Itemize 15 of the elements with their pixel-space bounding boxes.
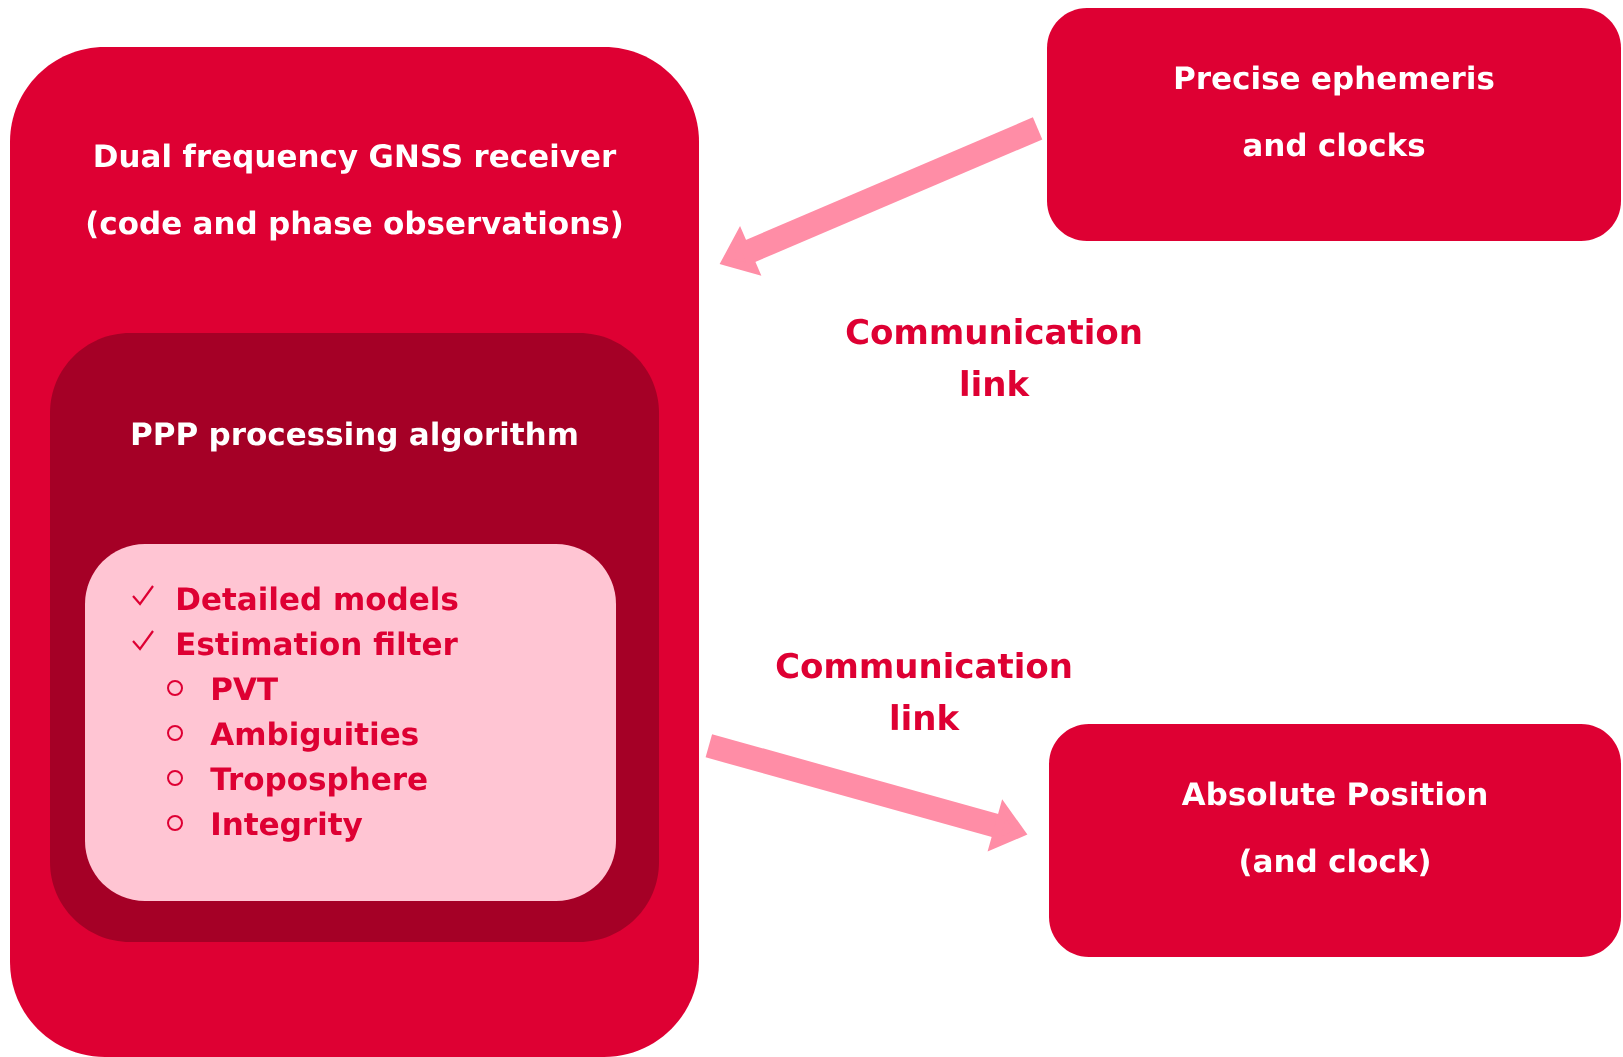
edge-label: Communication link (846, 318, 1141, 396)
box-title: Precise ephemeris and clocks (1175, 65, 1494, 157)
list-item: Estimation filter (178, 631, 458, 656)
position-box (1049, 724, 1621, 957)
list-item: Integrity (213, 811, 363, 842)
box-title: PPP processing algorithm (132, 421, 577, 452)
list-item: Detailed models (178, 586, 458, 611)
ephemeris-box (1047, 8, 1621, 241)
feature-list-box (85, 544, 616, 901)
list-item: PVT (213, 677, 278, 700)
list-item: Troposphere (210, 766, 427, 797)
box-title: Dual frequency GNSS receiver (code and phase observations) (87, 143, 622, 241)
list-item: Ambiguities (210, 721, 418, 752)
box-title: Absolute Position (and clock) (1181, 781, 1486, 877)
edge-label: Communication link (776, 652, 1071, 730)
